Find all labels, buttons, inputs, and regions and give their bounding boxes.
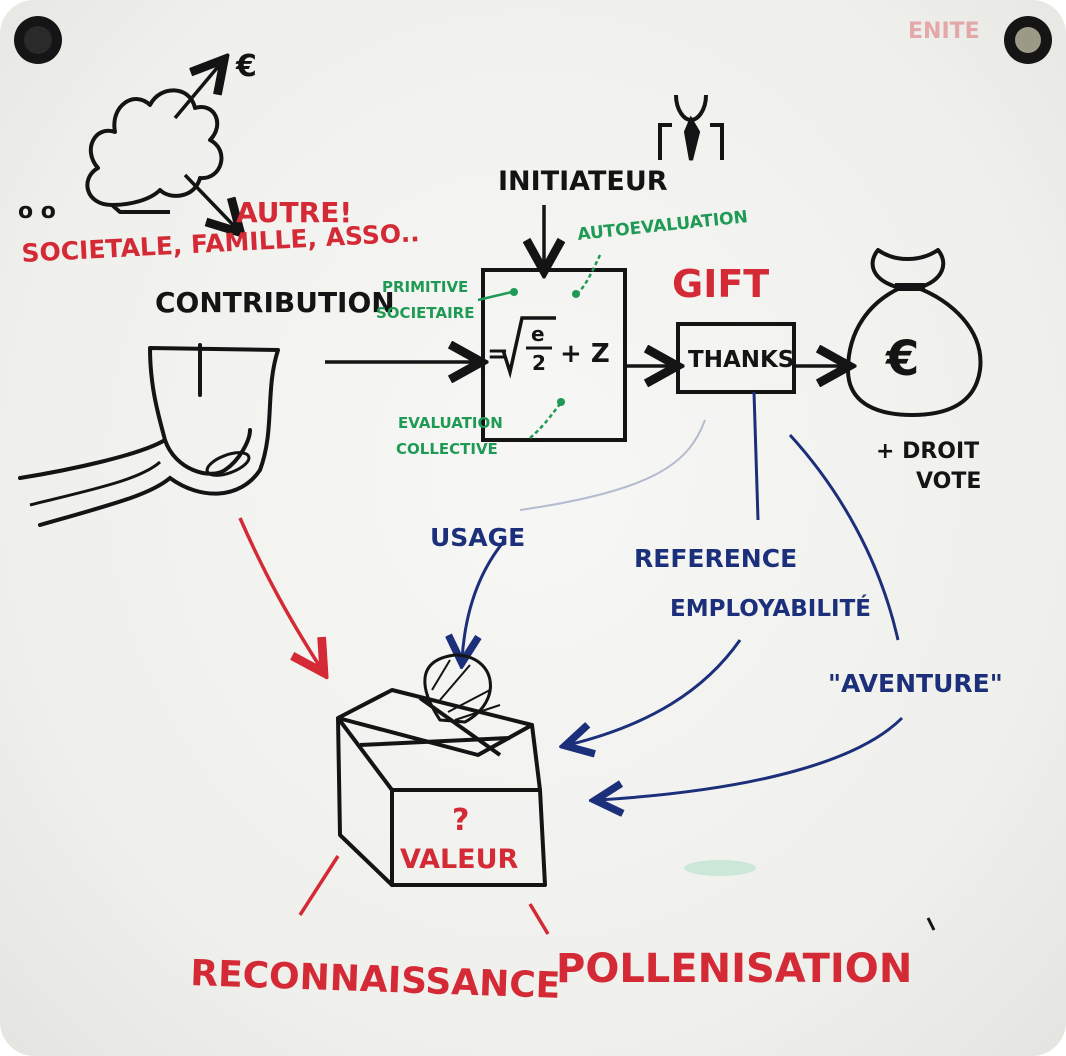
autoevaluation-label: AUTOEVALUATION [576,207,748,245]
evaluation-label: EVALUATION [398,414,503,432]
formula-equals: = [487,339,509,369]
aventure-arrow [598,716,904,800]
euro-top-label: € [235,49,257,84]
societaire-label: SOCIETAIRE [376,304,474,322]
primitive-label: PRIMITIVE [382,278,468,296]
pipe-drawing [18,343,280,527]
gift-label: GIFT [672,262,769,306]
pollenisation-dash [528,903,550,935]
usage-arrow [462,539,507,660]
initiateur-label: INITIATEUR [498,166,668,197]
euro-arrow [173,62,222,120]
autre-label: AUTRE! [236,196,352,229]
aventure-label: "AVENTURE" [828,669,1003,698]
collective-label: COLLECTIVE [396,440,498,458]
usage-label: USAGE [430,523,525,552]
formula-tail: + Z [560,339,610,369]
reference-line [752,391,760,521]
pollenisation-label: POLLENISATION [556,946,912,992]
corner-mark: ENITE [908,19,980,44]
formula-denominator: 2 [532,351,546,375]
formula-box [481,268,627,442]
initiateur-person-icon [658,94,724,161]
money-bag-icon [846,248,983,417]
marker-smudge [684,860,756,876]
reference-arrow [568,639,742,745]
droit-label: + DROIT [876,439,979,464]
gift-box-icon [336,653,547,887]
euro-bag-label: € [885,331,919,387]
thanks-label: THANKS [688,347,794,373]
employabilite-label: EMPLOYABILITÉ [670,594,871,622]
aventure-line [788,433,900,641]
reference-label: REFERENCE [634,544,797,573]
reconnaissance-dash [298,855,340,916]
vote-label: VOTE [916,469,981,494]
reconnaissance-label: RECONNAISSANCE [190,953,561,1007]
contribution-to-gift-arrow [238,517,322,670]
question-mark: ? [452,803,469,838]
valeur-label: VALEUR [400,844,519,875]
usage-line [519,419,706,511]
formula-root-icon [501,316,556,379]
contribution-label: CONTRIBUTION [155,286,395,319]
autre-detail-label: SOCIETALE, FAMILLE, ASSO.. [21,218,420,268]
thanks-box [676,322,796,394]
cloud-icon [85,88,224,214]
cloud-to-contribution-arrow [183,173,238,230]
formula-numerator: e [531,322,545,346]
dots: o o [18,199,56,224]
